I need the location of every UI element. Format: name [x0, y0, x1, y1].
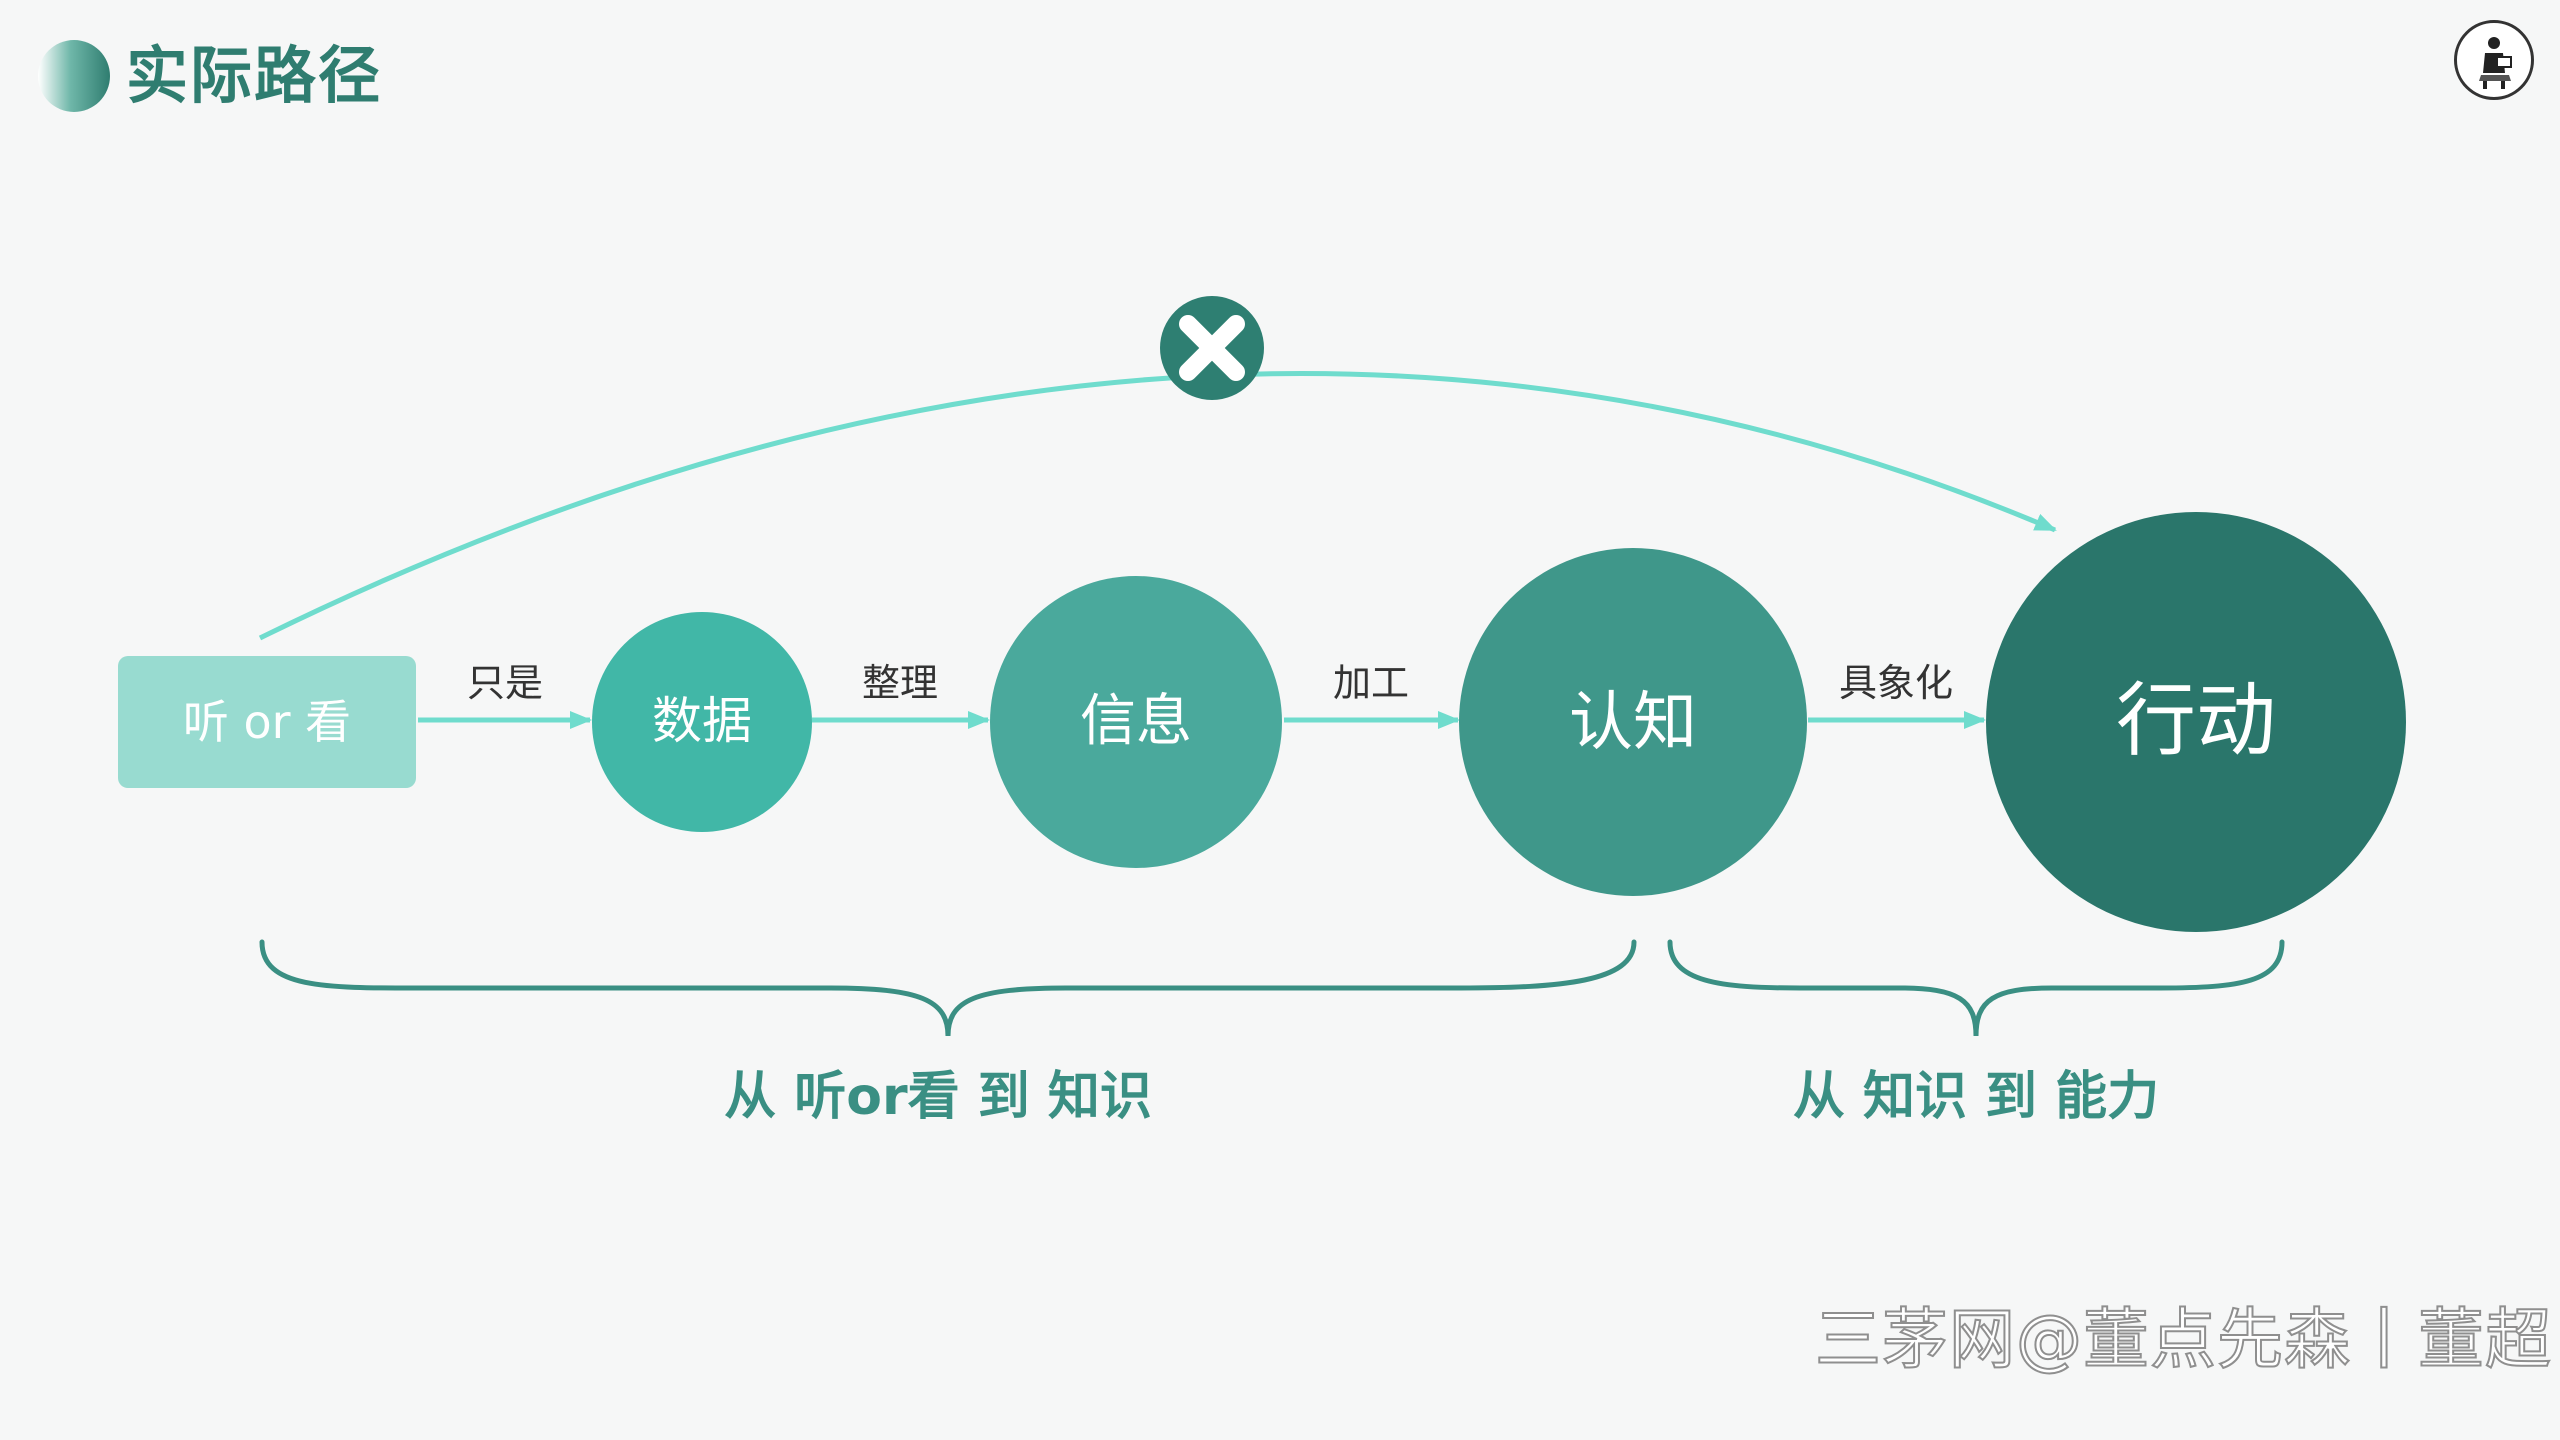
- edge-label: 具象化: [1839, 661, 1953, 705]
- edge-listen-data: 只是: [418, 661, 592, 729]
- node-cognition: 认知: [1459, 548, 1807, 896]
- node-label: 认知: [1569, 686, 1697, 760]
- author-avatar-logo: [2454, 20, 2534, 100]
- edge-label: 只是: [467, 661, 543, 705]
- edge-data-info: 整理: [812, 661, 990, 729]
- brace-ability: 从 知识 到 能力: [1667, 939, 2285, 1127]
- node-action: 行动: [1986, 512, 2406, 932]
- node-label: 信息: [1080, 689, 1192, 754]
- edge-info-cognition: 加工: [1284, 661, 1460, 729]
- brace-label: 从 听or看 到 知识: [724, 1067, 1152, 1127]
- edge-cognition-action: 具象化: [1808, 661, 1986, 729]
- edge-label: 整理: [862, 661, 938, 705]
- person-reading-icon: [2479, 37, 2512, 89]
- node-listen-or-look: 听 or 看: [118, 656, 416, 788]
- watermark: 三茅网@董点先森丨董超: [1814, 1300, 2552, 1379]
- brace-label: 从 知识 到 能力: [1793, 1067, 2159, 1127]
- close-icon: [1160, 296, 1264, 400]
- edge-label: 加工: [1333, 661, 1409, 705]
- node-label: 听 or 看: [183, 695, 351, 749]
- brace-knowledge: 从 听or看 到 知识: [259, 939, 1637, 1127]
- title-bullet: [38, 40, 110, 112]
- node-label: 行动: [2116, 674, 2276, 767]
- node-information: 信息: [990, 576, 1282, 868]
- node-label: 数据: [652, 692, 752, 750]
- node-data: 数据: [592, 612, 812, 832]
- page-title: 实际路径: [126, 39, 383, 112]
